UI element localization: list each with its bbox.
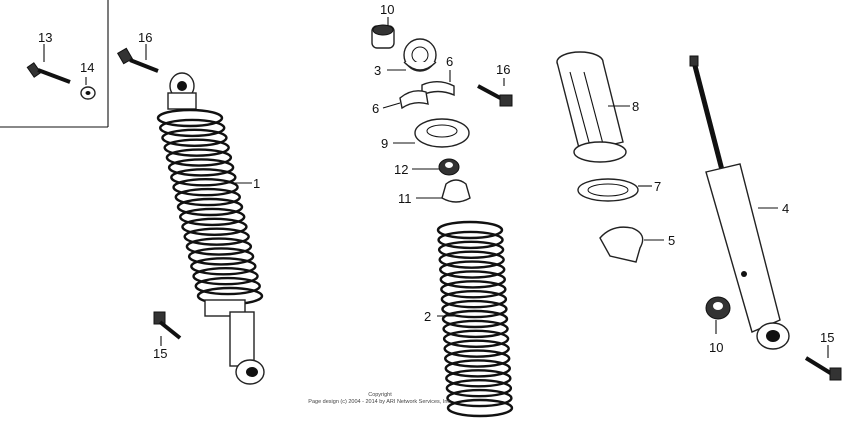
spring-coil bbox=[439, 260, 506, 279]
spring-coil bbox=[165, 148, 233, 167]
callout-6-right: 6 bbox=[446, 54, 453, 69]
spring-coil bbox=[163, 138, 230, 157]
spring-coil bbox=[445, 379, 513, 398]
shock-1-spring bbox=[156, 108, 264, 306]
nut-14 bbox=[80, 86, 96, 100]
spring-2 bbox=[436, 220, 514, 418]
bolt-15-right bbox=[804, 356, 842, 381]
spring-coil bbox=[176, 197, 244, 217]
dust-cover-8 bbox=[556, 51, 627, 163]
callout-16-left: 16 bbox=[138, 30, 152, 45]
collet-6-right bbox=[421, 81, 455, 97]
callout-11: 11 bbox=[398, 191, 412, 206]
callout-12: 12 bbox=[394, 162, 408, 177]
callout-5: 5 bbox=[668, 233, 675, 248]
inset-box bbox=[0, 0, 109, 128]
copyright-notice: Copyright Page design (c) 2004 - 2014 by… bbox=[308, 392, 452, 405]
spring-coil bbox=[194, 276, 261, 296]
damper-4 bbox=[689, 55, 790, 350]
spring-coil bbox=[181, 217, 248, 236]
spring-coil bbox=[442, 329, 510, 348]
spring-coil bbox=[443, 339, 510, 358]
nut-12 bbox=[438, 158, 460, 176]
callout-14: 14 bbox=[80, 60, 94, 75]
callout-7: 7 bbox=[654, 179, 661, 194]
washer-7 bbox=[577, 178, 639, 202]
callout-16-middle: 16 bbox=[496, 62, 510, 77]
spring-coil bbox=[187, 247, 255, 266]
callout-3: 3 bbox=[374, 63, 381, 78]
spring-coil bbox=[170, 168, 237, 187]
bushing-10-lower bbox=[705, 296, 731, 320]
spring-coil bbox=[441, 309, 509, 329]
bolt-16-left bbox=[116, 47, 159, 73]
spring-coil bbox=[172, 178, 239, 197]
callout-8: 8 bbox=[632, 99, 639, 114]
spring-coil bbox=[446, 388, 513, 408]
spring-coil bbox=[183, 227, 250, 246]
spring-coil bbox=[161, 128, 228, 147]
spring-coil bbox=[439, 270, 506, 289]
callout-9: 9 bbox=[381, 136, 388, 151]
spring-coil bbox=[444, 359, 511, 378]
spring-coil bbox=[446, 398, 514, 418]
spring-coil bbox=[444, 349, 511, 368]
spring-coil bbox=[436, 220, 504, 240]
copyright-line-1: Copyright bbox=[368, 392, 392, 398]
bushing-10-top bbox=[371, 24, 395, 49]
callout-10-top: 10 bbox=[380, 2, 394, 17]
callout-labels: 13 14 16 1 15 10 3 6 6 9 12 11 2 16 8 7 … bbox=[38, 2, 834, 361]
callout-15-right: 15 bbox=[820, 330, 834, 345]
spring-coil bbox=[440, 290, 508, 309]
bump-rubber-11 bbox=[441, 179, 471, 203]
spring-coil bbox=[445, 369, 512, 388]
callout-13: 13 bbox=[38, 30, 52, 45]
spring-coil bbox=[159, 118, 226, 138]
callout-15-left: 15 bbox=[153, 346, 167, 361]
spring-coil bbox=[437, 230, 504, 250]
spring-coil bbox=[442, 319, 509, 339]
bolt-13 bbox=[26, 62, 71, 84]
spring-coil bbox=[179, 207, 246, 227]
eye-3 bbox=[403, 38, 437, 72]
spring-coil bbox=[441, 299, 508, 319]
spring-coil bbox=[185, 237, 253, 256]
leader-lines bbox=[43, 17, 829, 358]
spring-seat-9 bbox=[414, 118, 470, 148]
spring-coil bbox=[174, 187, 241, 207]
spring-coil bbox=[438, 250, 505, 269]
spring-coil bbox=[437, 240, 505, 259]
callout-2: 2 bbox=[424, 309, 431, 324]
clip-5 bbox=[599, 226, 644, 263]
spring-coil bbox=[192, 267, 259, 286]
callout-6-left: 6 bbox=[372, 101, 379, 116]
copyright-line-2: Page design (c) 2004 - 2014 by ARI Netwo… bbox=[308, 399, 452, 405]
callout-10-lower: 10 bbox=[709, 340, 723, 355]
shock-absorber-1 bbox=[156, 72, 265, 385]
bolt-16-middle bbox=[477, 84, 513, 107]
spring-coil bbox=[156, 108, 224, 128]
spring-coil bbox=[440, 280, 507, 299]
spring-coil bbox=[190, 257, 257, 276]
callout-1: 1 bbox=[253, 176, 260, 191]
bolt-15-left bbox=[153, 311, 182, 340]
spring-coil bbox=[167, 158, 235, 177]
callout-4: 4 bbox=[782, 201, 789, 216]
collet-6-left bbox=[399, 90, 429, 110]
